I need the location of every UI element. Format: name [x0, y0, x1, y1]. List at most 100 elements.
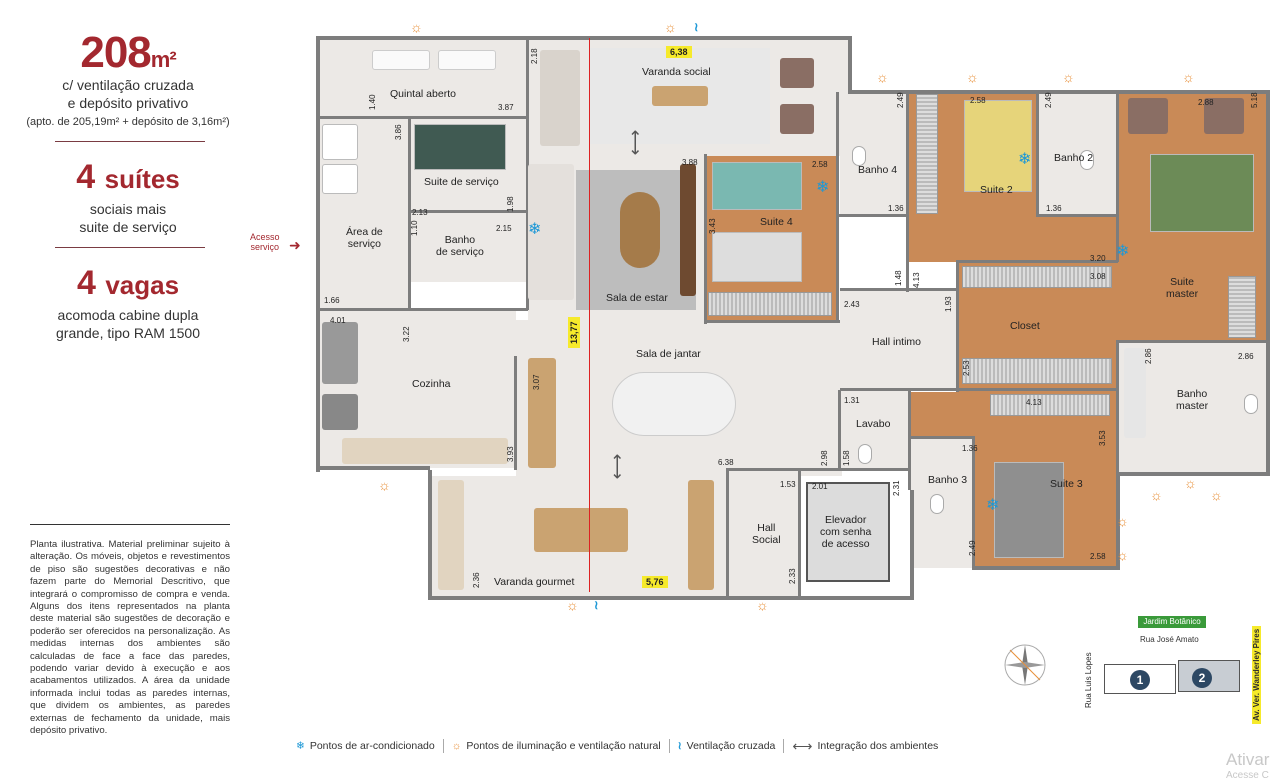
bed-suite4-2	[712, 232, 802, 282]
armchair	[780, 58, 814, 88]
suites-line2: suite de serviço	[79, 219, 177, 235]
toilet-banho2	[1080, 150, 1094, 170]
wall	[514, 356, 517, 470]
sunbed	[372, 50, 430, 70]
dim: 1.98	[506, 196, 515, 212]
dim: 4.13	[912, 272, 921, 288]
suites-heading: 4 suítes	[0, 158, 256, 197]
label-line: Hall	[757, 522, 776, 534]
wall	[840, 288, 958, 291]
coffee-table-sala	[620, 192, 660, 268]
wall	[848, 36, 852, 92]
legend-integration-label: Integração dos ambientes	[817, 740, 939, 752]
room-label-lavabo: Lavabo	[856, 418, 891, 430]
wall	[1116, 340, 1119, 474]
grill-counter	[438, 480, 464, 590]
dim: 3.87	[498, 103, 514, 112]
dim: 3.08	[1090, 272, 1106, 281]
room-label-cozinha: Cozinha	[412, 378, 451, 390]
divider	[442, 739, 444, 753]
sun-icon: ☼	[1182, 69, 1195, 85]
dim: 2.31	[892, 480, 901, 496]
suites-line1: sociais mais	[89, 201, 167, 217]
dim: 5.18	[1250, 92, 1259, 108]
floor-lavabo	[840, 390, 910, 470]
wall	[318, 308, 528, 311]
wall	[838, 390, 841, 470]
legend-cross-label: Ventilação cruzada	[686, 740, 776, 752]
toilet-master	[1244, 394, 1258, 414]
suites-word: suítes	[104, 164, 180, 194]
wall	[836, 92, 839, 322]
toilet-banho4	[852, 146, 866, 166]
wall	[318, 116, 528, 119]
dim: 1.40	[368, 94, 377, 110]
wall	[908, 390, 911, 490]
sofa-varanda	[540, 50, 580, 146]
tv-rack	[680, 164, 696, 296]
legend-ac-label: Pontos de ar-condicionado	[309, 740, 435, 752]
oven	[322, 394, 358, 430]
legend-ac: ❄ Pontos de ar-condicionado	[296, 740, 435, 752]
compass-icon	[1000, 640, 1050, 690]
dim: 2.49	[1044, 92, 1053, 108]
legend-cross: ≀ Ventilação cruzada	[678, 740, 776, 752]
room-label-suite3: Suite 3	[1050, 478, 1083, 490]
dim: 2.98	[820, 450, 829, 466]
wall	[910, 436, 974, 439]
label-line: de acesso	[821, 538, 870, 550]
wall	[428, 596, 912, 600]
room-label-sala-jantar: Sala de jantar	[636, 348, 701, 360]
watermark-access: Acesse C	[1226, 770, 1269, 781]
label-line: Banho	[444, 234, 476, 246]
toilet-lavabo	[858, 444, 872, 464]
label-line: com senha	[820, 526, 872, 538]
cross-ventilation-icon: ≀	[594, 598, 599, 612]
integration-arrow-icon: ⟷	[792, 737, 813, 754]
wall	[408, 116, 411, 310]
sofa-sala	[528, 164, 574, 300]
wall	[1116, 472, 1270, 476]
dim: 1.36	[962, 444, 978, 453]
wall	[1116, 340, 1268, 343]
acesso-arrow-icon: ➜	[289, 237, 301, 253]
wall	[316, 36, 852, 40]
dim: 2.36	[472, 572, 481, 588]
sun-icon: ☼	[1062, 69, 1075, 85]
dim: 6.38	[718, 458, 734, 467]
jardim-botanico-tag: Jardim Botânico	[1138, 616, 1206, 628]
area-unit: m²	[150, 47, 177, 72]
room-label-varanda-gourmet: Varanda gourmet	[494, 576, 575, 588]
room-label-hall-intimo: Hall intimo	[872, 336, 922, 348]
label-line: Suite	[1170, 276, 1195, 288]
ac-icon: ❄	[296, 740, 305, 752]
sunbed	[438, 50, 496, 70]
label-line: Social	[752, 534, 781, 546]
integration-line	[589, 38, 590, 592]
room-label-banho3: Banho 3	[928, 474, 968, 486]
sun-icon: ☼	[876, 69, 889, 85]
acesso-servico-label: Acesso serviço	[250, 232, 280, 252]
integration-arrow-icon: ⟷	[607, 453, 628, 480]
dim: 2.53	[962, 360, 971, 376]
legend: ❄ Pontos de ar-condicionado ☼ Pontos de …	[296, 737, 946, 754]
acesso-line1: Acesso	[250, 232, 280, 242]
divider	[668, 739, 670, 753]
area-note: (apto. de 205,19m² + depósito de 3,16m²)	[26, 116, 230, 128]
dim: 1.36	[1046, 204, 1062, 213]
vagas-line2: grande, tipo RAM 1500	[56, 325, 200, 341]
dim: 2.13	[412, 208, 428, 217]
gourmet-bench	[688, 480, 714, 590]
dim: 2.33	[788, 568, 797, 584]
label-line: Elevador	[824, 514, 867, 526]
legend-sun: ☼ Pontos de iluminação e ventilação natu…	[452, 740, 661, 752]
street-av-ver: Av. Ver. Wanderley Pires	[1252, 625, 1261, 724]
dim: 3.93	[506, 446, 515, 462]
suites-number: 4	[76, 158, 96, 196]
wall	[972, 566, 1120, 570]
ac-icon: ❄	[816, 179, 830, 196]
wall	[704, 320, 840, 323]
label-line: master	[1166, 288, 1199, 300]
dining-table	[612, 372, 736, 436]
